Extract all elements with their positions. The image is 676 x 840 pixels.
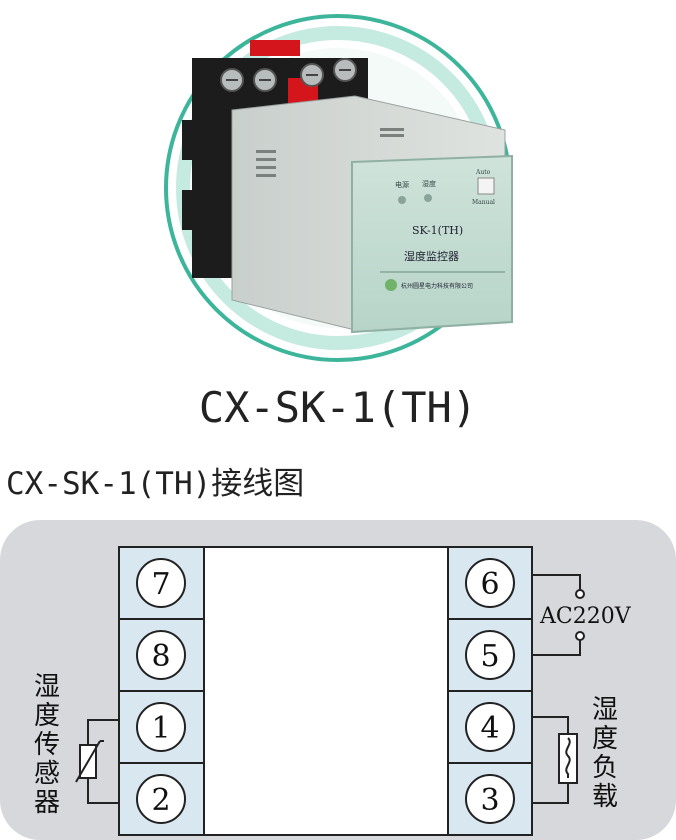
terminal-7 [136,558,186,608]
terminal-1-label: 1 [151,711,170,746]
load-label-3: 负 [592,753,618,783]
load-wires [532,716,569,804]
sensor-label-5: 器 [34,788,60,818]
panel-maker: 杭州圆星电力科技有限公司 [401,282,473,290]
manual-label: Manual [472,199,495,206]
product-photo: 电源 湿度 Auto Manual SK-1(TH) 湿度监控器 杭州圆星电力科… [164,14,513,362]
power-indicator-label: 电源 [395,180,409,189]
panel-name: 湿度监控器 [404,249,459,263]
terminal-3-label: 3 [480,783,499,818]
terminal-6 [465,558,515,608]
terminal-5 [465,630,515,680]
terminal-6-label: 6 [480,567,499,602]
vent-slots [256,128,404,177]
maker-logo [385,279,397,291]
wiring-diagram-title: CX-SK-1(TH)接线图 [6,466,305,502]
terminal-4-label: 4 [480,711,499,746]
wiring-diagram: 7 8 1 2 6 5 4 3 AC220V 湿 度 传 感 器 [0,520,676,840]
power-wires [532,574,581,656]
load-label-2: 度 [592,724,618,754]
terminal-7-label: 7 [151,567,170,602]
humidity-sensor-symbol [75,740,104,783]
terminal-5-label: 5 [480,639,499,674]
heater-load-symbol [558,733,578,784]
humidity-led [424,194,432,202]
relay-center-body [203,546,449,836]
auto-label: Auto [475,169,491,176]
model-title: CX-SK-1(TH) [198,383,478,432]
auto-manual-button [477,177,495,195]
terminal-2 [136,774,186,824]
sensor-label-2: 度 [34,701,60,731]
terminal-8-label: 8 [151,639,170,674]
terminal-4 [465,702,515,752]
panel-model: SK-1(TH) [412,224,463,237]
screw-terminals [220,58,357,92]
power-terminal-bottom [575,631,585,641]
terminal-8 [136,630,186,680]
humidity-indicator-label: 湿度 [422,179,436,188]
sensor-label-3: 传 [34,730,60,760]
load-label-1: 湿 [592,695,618,725]
terminal-1 [136,702,186,752]
terminal-3 [465,774,515,824]
sensor-wires [87,719,119,804]
sensor-label-1: 湿 [34,672,60,702]
power-terminal-top [575,589,585,599]
terminal-2-label: 2 [151,783,170,818]
sensor-label-4: 感 [34,759,60,789]
power-label: AC220V [539,604,632,629]
load-label-4: 载 [592,782,618,812]
power-led [398,196,406,204]
